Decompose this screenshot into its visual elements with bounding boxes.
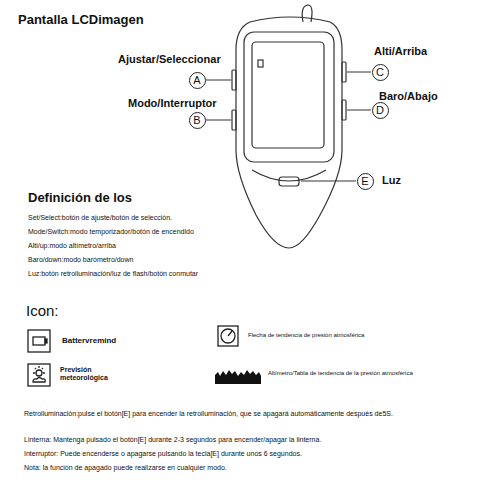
definition-line: Alti/up:modo altímetro/arriba: [28, 242, 116, 250]
callout-circle: A: [189, 72, 206, 89]
definition-line: Baro/down:modo barómetro/down: [28, 256, 133, 264]
button-b: [232, 110, 236, 130]
note-line: Nota: la función de apagado puede realiz…: [24, 464, 227, 472]
callout-circle: C: [372, 64, 389, 81]
callout-circle: B: [189, 112, 206, 129]
leader-line: [206, 80, 231, 81]
button-label: Ajustar/Seleccionar: [118, 53, 221, 66]
button-label: Alti/Arriba: [374, 45, 427, 58]
button-label: Luz: [382, 174, 401, 187]
weather-icon: [28, 364, 50, 386]
callout-letter: D: [376, 105, 384, 116]
button-e: [279, 177, 299, 186]
pressure-arrow-icon: [218, 326, 238, 346]
callout-circle: E: [357, 173, 374, 190]
altimeter-chart-icon: [215, 370, 261, 384]
icon-label: Previsión meteorológica: [60, 366, 140, 383]
definition-line: Set/Select:botón de ajuste/botón de sele…: [28, 214, 172, 222]
screen-bezel: [244, 32, 334, 162]
callout-letter: A: [193, 75, 200, 86]
leader-line: [301, 181, 356, 182]
screen-icon: [258, 60, 263, 67]
note-line: Retroiluminación:pulse el botón[E] para …: [24, 410, 394, 418]
button-d: [342, 100, 346, 120]
leader-line: [206, 120, 231, 121]
button-a: [232, 70, 236, 90]
leader-line: [347, 110, 371, 111]
leader-line: [347, 72, 371, 73]
note-line: Interruptor: Puede encenderse o apagarse…: [24, 450, 302, 458]
callout-circle: D: [372, 102, 389, 119]
lanyard-loop: [302, 5, 312, 22]
battery-icon: [28, 330, 50, 352]
note-line: Linterna: Mantenga pulsado el botón[E] d…: [24, 436, 321, 444]
callout-letter: B: [193, 115, 200, 126]
button-label: Baro/Abajo: [379, 90, 438, 103]
icon-label: Battervremind: [62, 336, 116, 346]
icon-label: Altímetro/Tabla de tendencia de la presi…: [268, 370, 438, 377]
section-heading: Icon:: [26, 302, 59, 320]
icon-label: Flecha de tendencia de presión atmosféri…: [248, 332, 364, 339]
callout-letter: E: [361, 176, 368, 187]
section-heading: Definición de los: [28, 190, 132, 206]
button-c: [342, 62, 346, 82]
button-label: Modo/Interruptor: [128, 97, 217, 110]
device-body: [236, 17, 342, 248]
lcd-screen: [252, 42, 324, 148]
lower-panel: [252, 170, 326, 181]
definition-line: Mode/Switch:modo temporizador/botón de e…: [28, 228, 194, 236]
page-title: Pantalla LCDimagen: [18, 12, 144, 28]
definition-line: Luz:botón retroiluminación/luz de flash/…: [28, 270, 198, 278]
leader-lines: [206, 72, 371, 181]
callout-letter: C: [376, 67, 384, 78]
